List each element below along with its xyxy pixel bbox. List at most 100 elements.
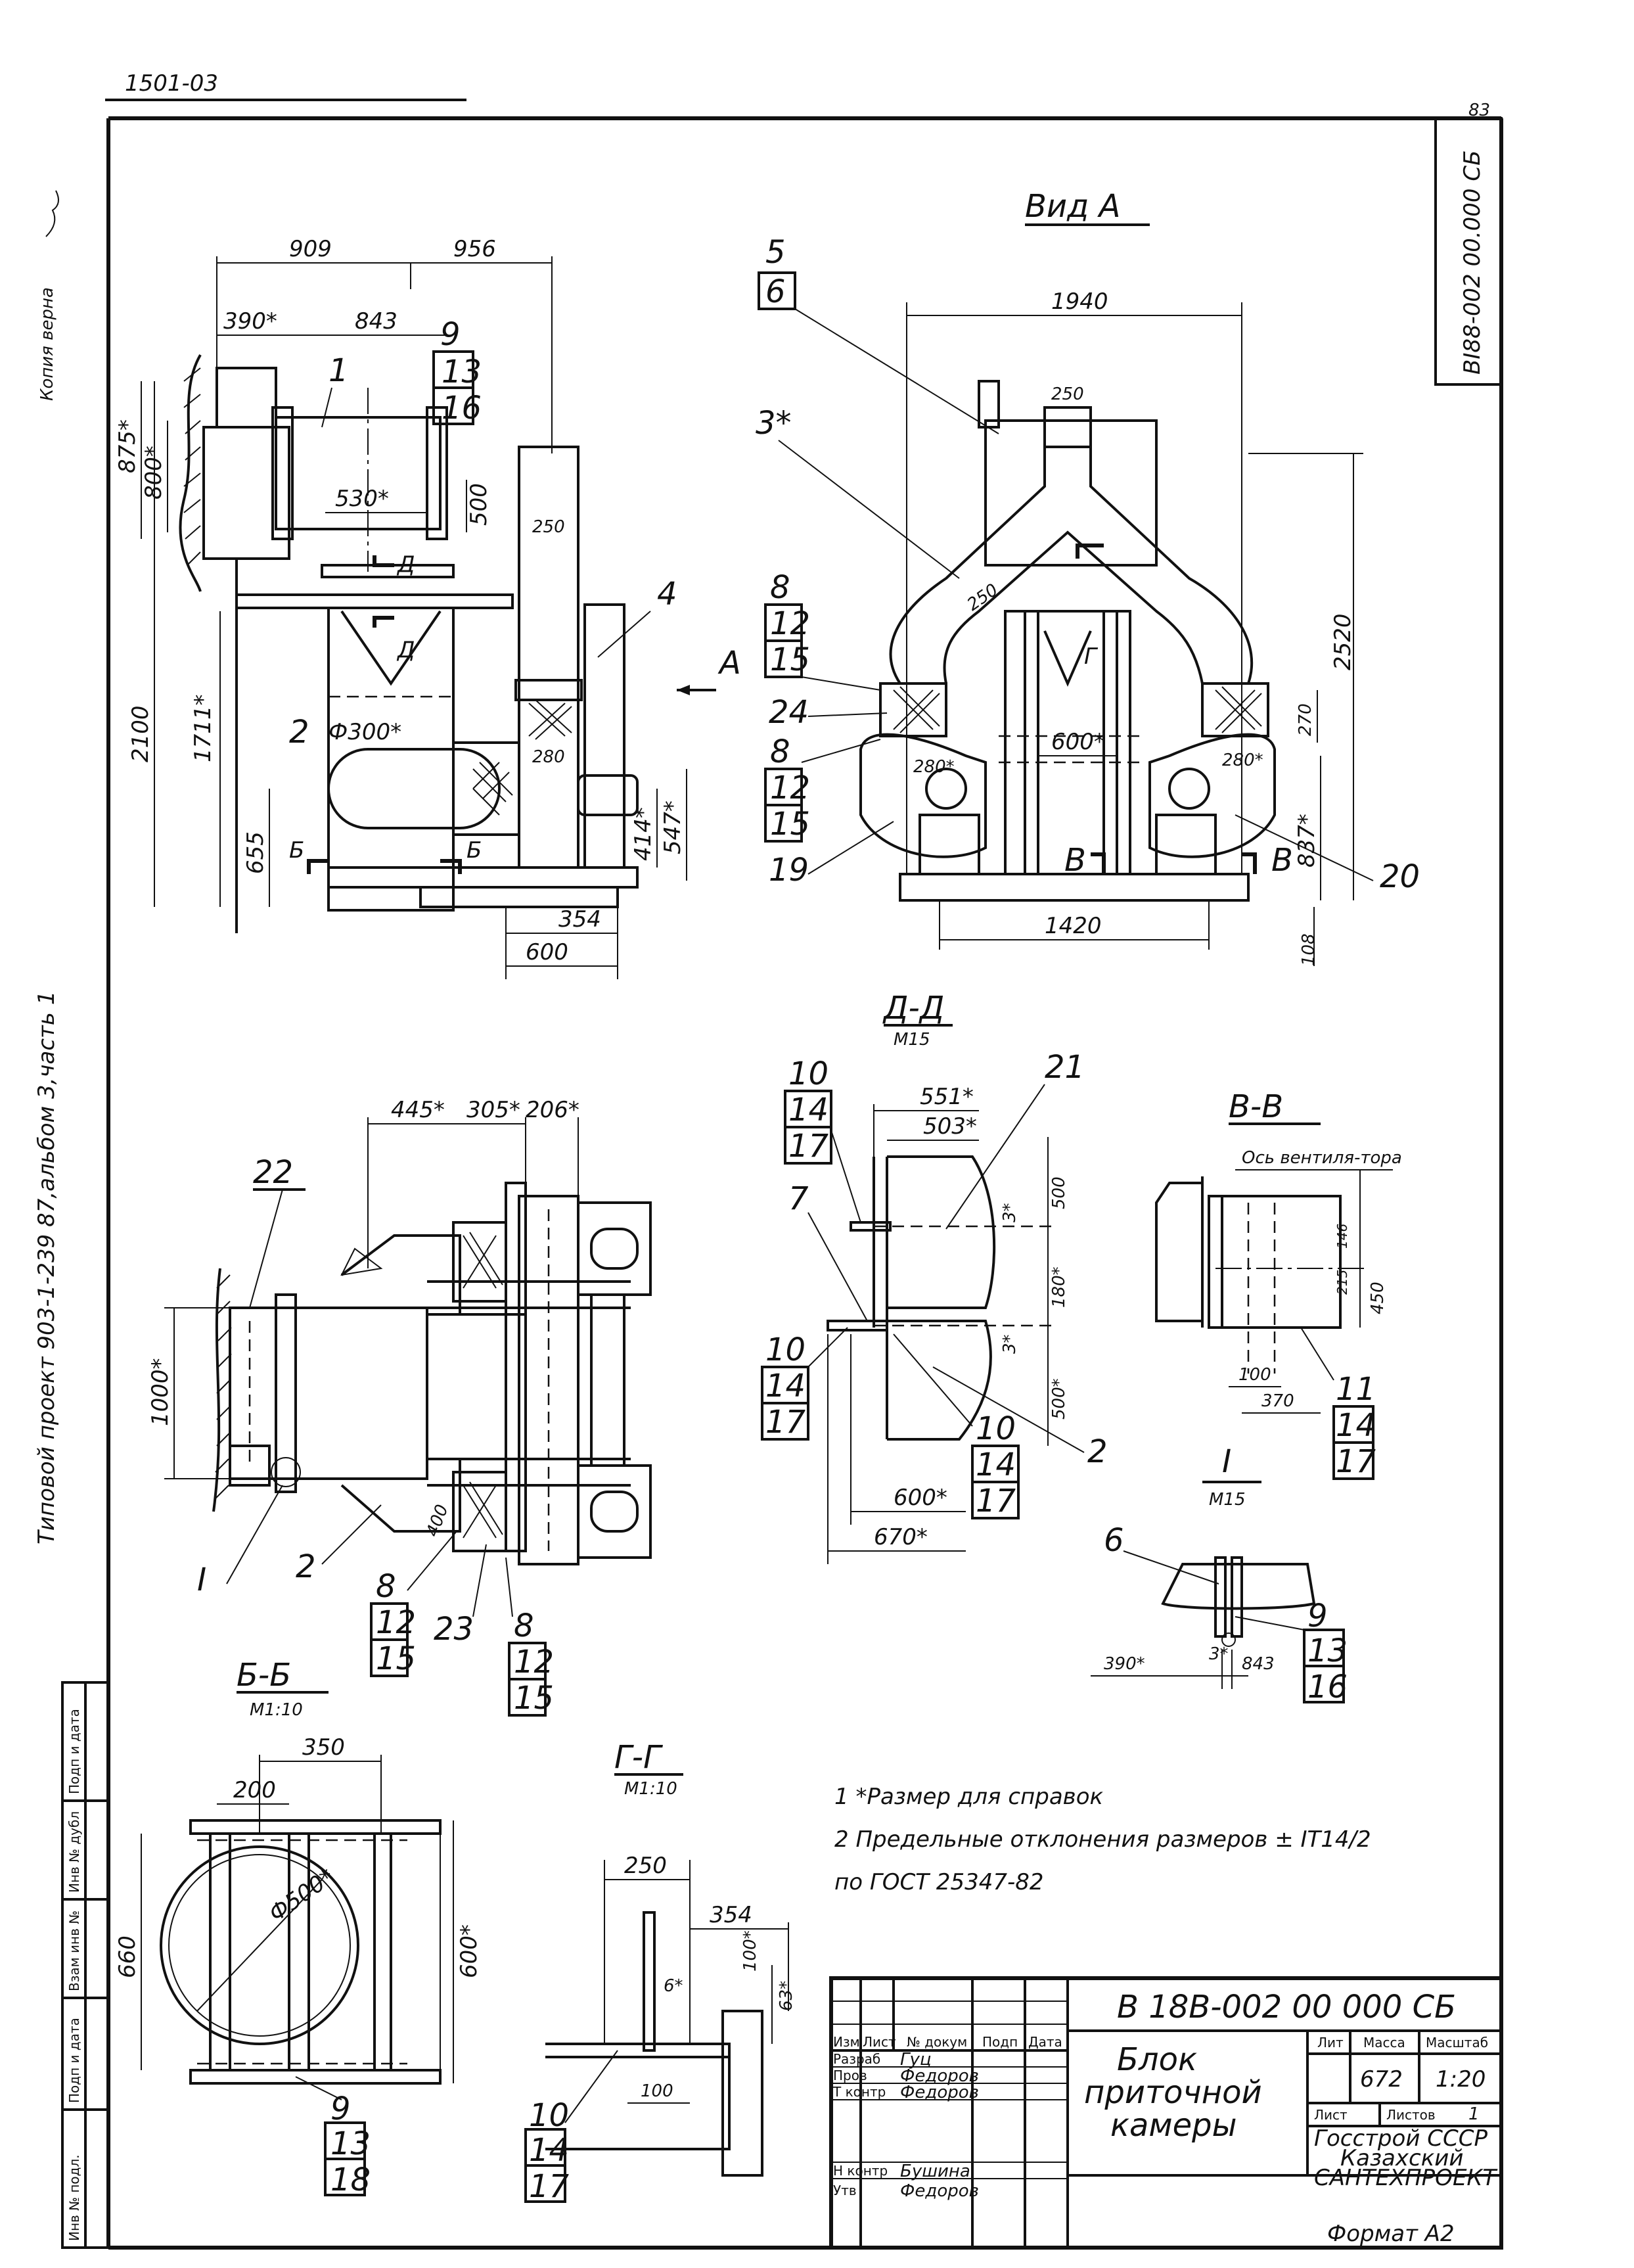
sec-gg-title: Г-Г bbox=[614, 1739, 663, 1776]
dim-551: 551* bbox=[920, 1084, 974, 1110]
svg-text:11: 11 bbox=[1336, 1371, 1376, 1408]
dim-875: 875* bbox=[114, 419, 141, 473]
tb-org-2: Казахский bbox=[1340, 2145, 1463, 2171]
note-2: 2 Предельные отклонения размеров ± IT14/… bbox=[834, 1826, 1371, 1853]
dim-3-top: 3* bbox=[1000, 1203, 1020, 1222]
dim-1000: 1000* bbox=[147, 1358, 173, 1426]
row-role-2: Т контр bbox=[832, 2084, 886, 2100]
svg-text:16: 16 bbox=[1307, 1669, 1348, 1705]
svg-text:12: 12 bbox=[770, 605, 810, 642]
dim-500-top: 500 bbox=[1049, 1176, 1069, 1209]
svg-text:17: 17 bbox=[529, 2168, 570, 2205]
dim-400: 400 bbox=[422, 1502, 452, 1539]
dim-390-i: 390* bbox=[1104, 1654, 1145, 1674]
note-3: по ГОСТ 25347-82 bbox=[834, 1869, 1044, 1895]
section-g-g: Г-Г М1:10 250 354 100* 63* 6* 100 10 14 … bbox=[524, 1739, 796, 2205]
dim-500: 500 bbox=[466, 483, 492, 526]
callout-9-13-16-b: 9 13 16 bbox=[1235, 1598, 1348, 1705]
dim-250-gg: 250 bbox=[624, 1853, 667, 1879]
dim-phi300: Ф300* bbox=[329, 719, 401, 745]
tb-scale-label: Масштаб bbox=[1426, 2035, 1488, 2050]
strip-inv-podl: Инв № подл. bbox=[66, 2154, 82, 2241]
row-role-5: Утв bbox=[833, 2183, 857, 2198]
sec-mark-d2: Д bbox=[396, 637, 415, 663]
sec-mark-g: Г bbox=[1084, 643, 1099, 670]
dim-390: 390* bbox=[223, 308, 277, 335]
callout-10-14-17-c: 10 14 17 bbox=[893, 1333, 1020, 1519]
dim-655: 655 bbox=[242, 831, 269, 874]
dim-956: 956 bbox=[453, 236, 496, 262]
row-name-2: Федоров bbox=[900, 2083, 979, 2102]
svg-text:12: 12 bbox=[376, 1604, 416, 1641]
hdr-dokum: № докум bbox=[907, 2034, 967, 2050]
sec-dd-title: Д-Д bbox=[882, 990, 944, 1027]
svg-text:10: 10 bbox=[529, 2097, 569, 2134]
sec-mark-v1: В bbox=[1064, 842, 1086, 879]
tb-sheet-label: Лист bbox=[1314, 2107, 1348, 2123]
callout-20: 20 bbox=[1380, 858, 1420, 895]
svg-text:12: 12 bbox=[514, 1644, 554, 1680]
svg-text:14: 14 bbox=[529, 2132, 569, 2169]
view-arrow-label: А bbox=[717, 645, 741, 682]
top-code: 1501-03 bbox=[125, 70, 218, 97]
svg-text:17: 17 bbox=[765, 1404, 806, 1441]
callout-10-14-17-d: 10 14 17 bbox=[524, 2050, 618, 2205]
row-role-4: Н контр bbox=[833, 2163, 888, 2179]
sec-mark-v2: В bbox=[1271, 842, 1293, 879]
strip-vzam: Взам инв № bbox=[66, 1910, 82, 1991]
svg-text:10: 10 bbox=[765, 1331, 806, 1368]
callout-10-14-17-b: 10 14 17 bbox=[761, 1327, 848, 1441]
dim-414: 414* bbox=[630, 807, 656, 861]
callout-9: 9 bbox=[440, 316, 461, 353]
dim-843-i: 843 bbox=[1242, 1654, 1275, 1674]
dim-1420: 1420 bbox=[1045, 913, 1102, 939]
dim-215: 215 bbox=[1334, 1270, 1350, 1295]
callout-I: I bbox=[197, 1562, 206, 1598]
svg-text:8: 8 bbox=[770, 733, 790, 770]
dim-837: 837* bbox=[1294, 814, 1320, 868]
callout-2-dd: 2 bbox=[1087, 1433, 1108, 1470]
svg-text:14: 14 bbox=[765, 1368, 806, 1404]
tb-scale: 1:20 bbox=[1436, 2066, 1486, 2093]
svg-text:9: 9 bbox=[330, 2091, 351, 2127]
tb-name-3: камеры bbox=[1110, 2107, 1237, 2144]
svg-text:13: 13 bbox=[330, 2125, 371, 2162]
callout-2-plan: 2 bbox=[296, 1548, 316, 1585]
dim-250-top: 250 bbox=[1051, 384, 1084, 404]
vid-a-title: Вид А bbox=[1025, 188, 1120, 225]
callout-23: 23 bbox=[434, 1611, 474, 1648]
row-name-0: Гуц bbox=[900, 2050, 932, 2070]
tb-sheets: 1 bbox=[1468, 2104, 1480, 2124]
dim-370: 370 bbox=[1261, 1391, 1294, 1411]
svg-text:14: 14 bbox=[788, 1092, 828, 1128]
svg-text:17: 17 bbox=[1336, 1443, 1376, 1480]
dim-600-dd: 600* bbox=[894, 1485, 947, 1511]
dim-670: 670* bbox=[874, 1524, 928, 1550]
callout-6-i: 6 bbox=[1104, 1522, 1124, 1559]
svg-text:17: 17 bbox=[976, 1483, 1016, 1519]
strip-inv-dubl: Инв № дубл bbox=[66, 1811, 82, 1893]
dim-1940: 1940 bbox=[1051, 289, 1108, 315]
section-b-b: Б-Б М1:10 350 200 Ф500* 660 600* 9 13 18 bbox=[114, 1657, 482, 2198]
callout-13: 13 bbox=[442, 354, 482, 390]
section-i: I М15 3* 390* 843 6 9 13 16 bbox=[1091, 1443, 1348, 1705]
callout-24: 24 bbox=[769, 694, 809, 731]
svg-text:13: 13 bbox=[1307, 1632, 1348, 1669]
callout-11-14-17: 11 14 17 bbox=[1300, 1327, 1376, 1480]
title-block: Изм Лист № докум Подп Дата Разраб Гуц Пр… bbox=[829, 1976, 1503, 2250]
dim-547: 547* bbox=[660, 800, 686, 854]
dim-354: 354 bbox=[558, 906, 601, 933]
callout-7: 7 bbox=[788, 1180, 809, 1217]
series-note: Типовой проект 903-1-239 87,альбом 3,час… bbox=[34, 991, 60, 1544]
callout-16: 16 bbox=[442, 390, 482, 427]
tb-lit: Лит bbox=[1317, 2035, 1344, 2050]
dim-3-i: 3* bbox=[1209, 1644, 1229, 1664]
section-d-d: Д-Д М15 551* 503* 500 3* 180* 3* 500* 60… bbox=[761, 990, 1108, 1564]
vid-a-view: Вид А bbox=[756, 188, 1420, 966]
svg-text:10: 10 bbox=[976, 1410, 1016, 1447]
svg-text:9: 9 bbox=[1307, 1598, 1328, 1634]
dim-660: 660 bbox=[114, 1935, 141, 1978]
sheet-frame: 1501-03 ВI88-002 00.000 СБ 83 Копия верн… bbox=[34, 70, 1503, 2250]
dim-350: 350 bbox=[302, 1734, 345, 1761]
dim-250: 250 bbox=[532, 517, 565, 537]
